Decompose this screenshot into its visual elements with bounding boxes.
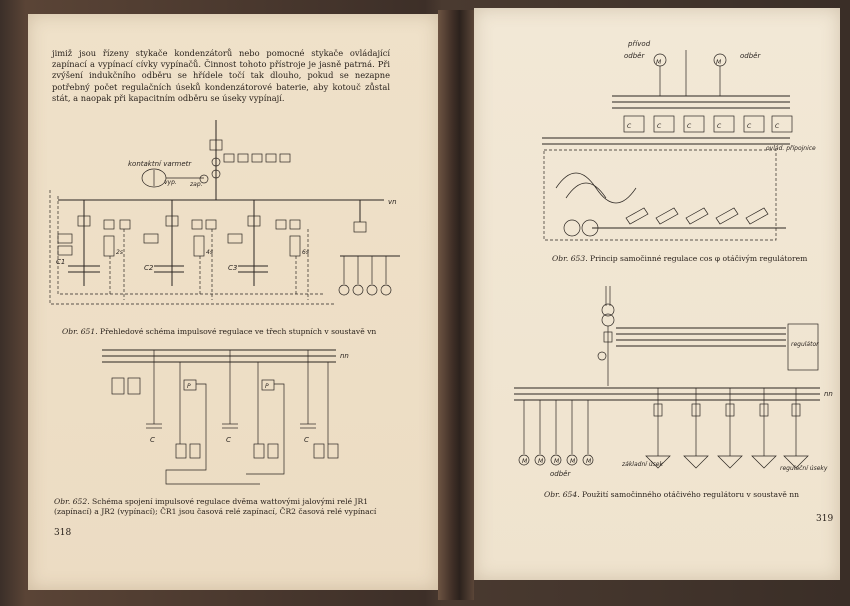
label-c-3: C	[687, 123, 692, 130]
figure-653-diagram: přívod odběr odběr C C C C C C ovlád. př…	[542, 40, 816, 241]
label-m-2: M	[716, 59, 722, 66]
caption-653-number: Obr. 653.	[552, 254, 588, 263]
label-c-4: C	[717, 123, 722, 130]
label-c-mid: C	[226, 436, 231, 444]
label-m-b: M	[538, 458, 544, 465]
book-gutter	[438, 10, 474, 600]
label-vyp: vyp.	[164, 179, 177, 186]
caption-fig-653: Obr. 653. Princip samočinné regulace cos…	[552, 254, 832, 264]
caption-652-number: Obr. 652.	[54, 497, 90, 506]
label-p-left: P	[187, 383, 191, 390]
label-odber-right: odběr	[740, 52, 761, 60]
label-odber-left: odběr	[624, 52, 645, 60]
label-c-5: C	[747, 123, 752, 130]
page-number-right: 319	[816, 514, 834, 524]
caption-652-text: Schéma spojení impulsové regulace dvěma …	[54, 497, 377, 516]
label-c-right: C	[304, 436, 309, 444]
label-c-2: C	[657, 123, 662, 130]
label-regulator: regulátor	[791, 341, 819, 348]
body-paragraph: jimiž jsou řízeny stykače kondenzátorů n…	[52, 48, 390, 103]
label-zap: zap.	[189, 181, 203, 188]
label-privod: přívod	[627, 40, 651, 48]
label-nn-bus: nn	[824, 390, 833, 398]
label-p-mid: P	[265, 383, 269, 390]
label-regulacni-useky: regulační úseky	[780, 465, 828, 472]
label-kontaktni-varmetr: kontaktní varmetr	[128, 160, 192, 168]
label-zakladni-usek: základní úsek	[621, 461, 663, 468]
label-c-1: C	[627, 123, 632, 130]
label-c1: C1	[56, 258, 65, 266]
caption-fig-654: Obr. 654. Použití samočinného otáčivého …	[544, 490, 834, 500]
figure-652-diagram: nn C C C P P	[102, 349, 349, 485]
figure-654-diagram: regulátor nn M M M M M odběr základní ús…	[514, 286, 833, 478]
right-page	[474, 8, 840, 580]
label-m-c: M	[554, 458, 560, 465]
label-c-left: C	[150, 436, 155, 444]
caption-fig-651: Obr. 651. Přehledové schéma impulsové re…	[62, 327, 402, 337]
label-vn-bus: vn	[388, 198, 397, 206]
caption-651-text: Přehledové schéma impulsové regulace ve …	[100, 327, 377, 336]
page-number-left: 318	[54, 528, 72, 538]
label-m-e: M	[586, 458, 592, 465]
label-m-a: M	[522, 458, 528, 465]
label-6s: 6s	[302, 249, 309, 256]
caption-fig-652: Obr. 652. Schéma spojení impulsové regul…	[54, 497, 394, 517]
caption-653-text: Princip samočinné regulace cos φ otáčivý…	[590, 254, 808, 263]
label-c3: C3	[228, 264, 237, 272]
label-m-1: M	[656, 59, 662, 66]
label-m-d: M	[570, 458, 576, 465]
label-2s: 2s	[116, 249, 123, 256]
label-c-6: C	[775, 123, 780, 130]
label-odber: odběr	[550, 470, 571, 478]
label-c2: C2	[144, 264, 154, 272]
label-4s: 4s	[206, 249, 213, 256]
left-page	[28, 14, 438, 590]
label-nn: nn	[340, 352, 349, 360]
caption-654-number: Obr. 654.	[544, 490, 580, 499]
figure-651-diagram: kontaktní varmetr vyp. zap. vn C1 C2 C3 …	[49, 120, 400, 305]
label-ovladaci-prijpojnice: ovlád. přípojnice	[766, 145, 816, 152]
caption-651-number: Obr. 651.	[62, 327, 98, 336]
caption-654-text: Použití samočinného otáčivého regulátoru…	[582, 490, 800, 499]
